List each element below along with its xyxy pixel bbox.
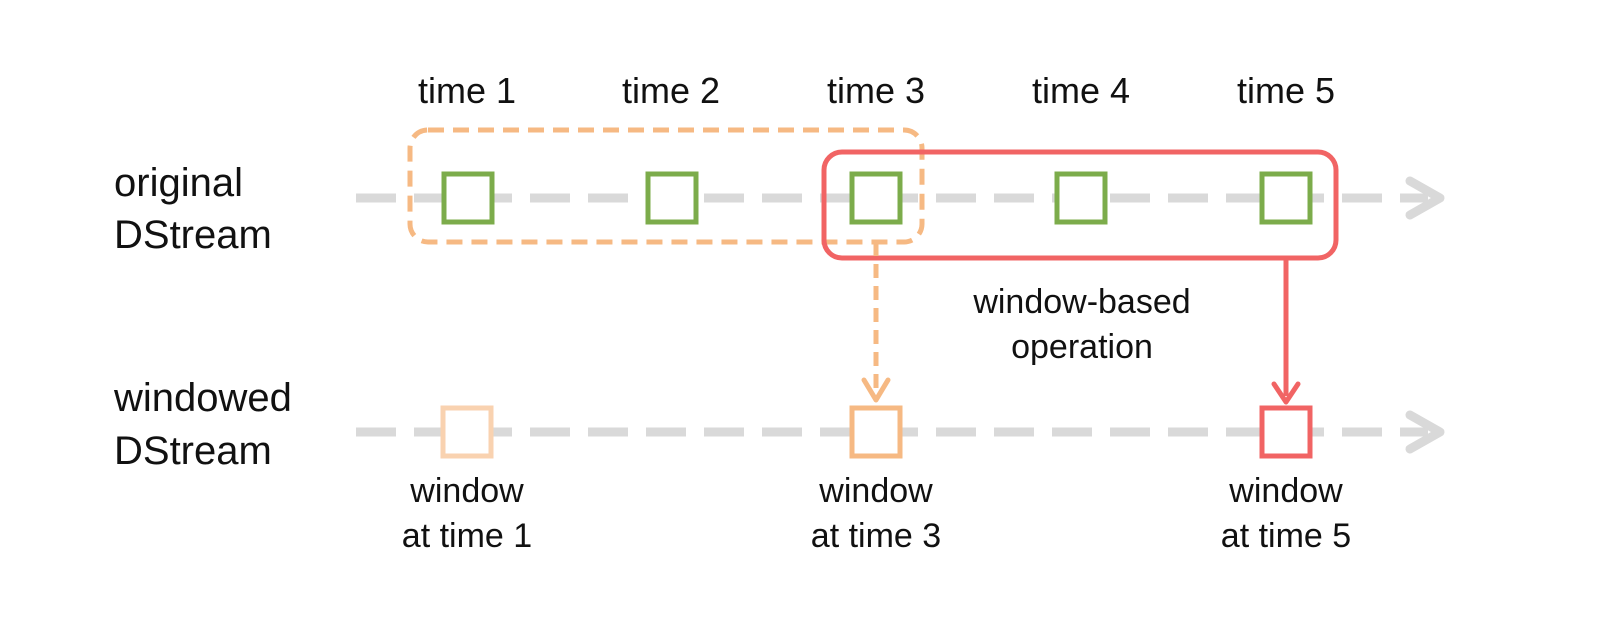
windowed-stream-label-line1: windowed (113, 376, 292, 420)
original-timeline-arrowhead (1405, 176, 1445, 220)
original-batch-5 (1259, 171, 1313, 225)
window-caption-3-line2: at time 3 (811, 517, 941, 555)
window-time-5-outline (821, 149, 1339, 261)
window-time-3-arrowhead (861, 377, 891, 403)
window-caption-5-line1: window (1228, 472, 1343, 510)
window-caption-5-line2: at time 5 (1221, 517, 1351, 555)
original-batch-4 (1054, 171, 1108, 225)
original-stream-label-line2: DStream (114, 213, 272, 257)
original-batch-1 (441, 171, 495, 225)
windowed-batch-time-1 (440, 405, 494, 459)
operation-label-line2: operation (1011, 328, 1153, 366)
time-label-4: time 4 (1032, 70, 1130, 111)
time-label-3: time 3 (827, 70, 925, 111)
windowed-timeline-arrowhead (1405, 410, 1445, 454)
window-caption-1-line1: window (409, 472, 524, 510)
windowed-batch-time-5 (1259, 405, 1313, 459)
window-time-3-outline (407, 127, 925, 245)
original-stream-label-line1: original (114, 161, 243, 205)
time-label-1: time 1 (418, 70, 516, 111)
time-label-5: time 5 (1237, 70, 1335, 111)
original-batch-2 (645, 171, 699, 225)
windowed-stream-label-line2: DStream (114, 429, 272, 473)
window-caption-1-line2: at time 1 (402, 517, 532, 555)
window-caption-3-line1: window (818, 472, 933, 510)
window-time-5-arrowhead (1271, 381, 1301, 405)
windowed-batch-time-3 (849, 405, 903, 459)
original-batch-3 (849, 171, 903, 225)
time-label-2: time 2 (622, 70, 720, 111)
operation-label-line1: window-based (972, 283, 1190, 321)
